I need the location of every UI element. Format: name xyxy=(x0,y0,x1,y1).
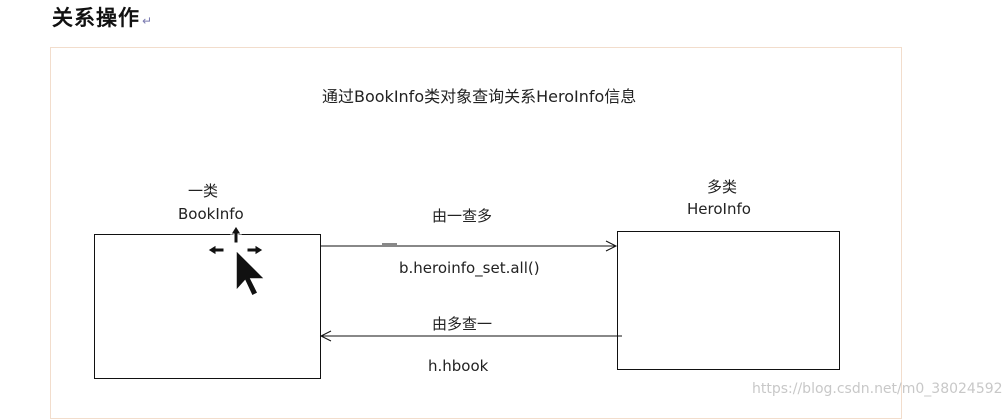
forward-relation-label: 由一查多 xyxy=(432,207,493,225)
right-entity-multiplicity: 多类 xyxy=(707,178,738,196)
watermark: https://blog.csdn.net/m0_38024592 xyxy=(752,381,1003,397)
heroinfo-box xyxy=(617,231,840,370)
paragraph-mark-icon: ↵ xyxy=(142,14,154,28)
diagram-caption: 通过BookInfo类对象查询关系HeroInfo信息 xyxy=(322,87,637,106)
forward-arrow xyxy=(320,240,618,252)
relation-arrows xyxy=(207,225,622,342)
bookinfo-box xyxy=(94,234,321,379)
left-entity-name: BookInfo xyxy=(178,205,244,223)
backward-relation-label: 由多查一 xyxy=(432,315,493,333)
forward-relation-expression: b.heroinfo_set.all() xyxy=(399,259,540,277)
backward-arrow xyxy=(319,330,622,342)
left-entity-multiplicity: 一类 xyxy=(188,182,219,200)
right-entity-name: HeroInfo xyxy=(687,200,751,218)
backward-relation-expression: h.hbook xyxy=(428,357,489,375)
section-heading-text: 关系操作 xyxy=(52,6,140,30)
section-heading: 关系操作↵ xyxy=(52,2,153,32)
move-cursor-icon xyxy=(207,225,267,298)
